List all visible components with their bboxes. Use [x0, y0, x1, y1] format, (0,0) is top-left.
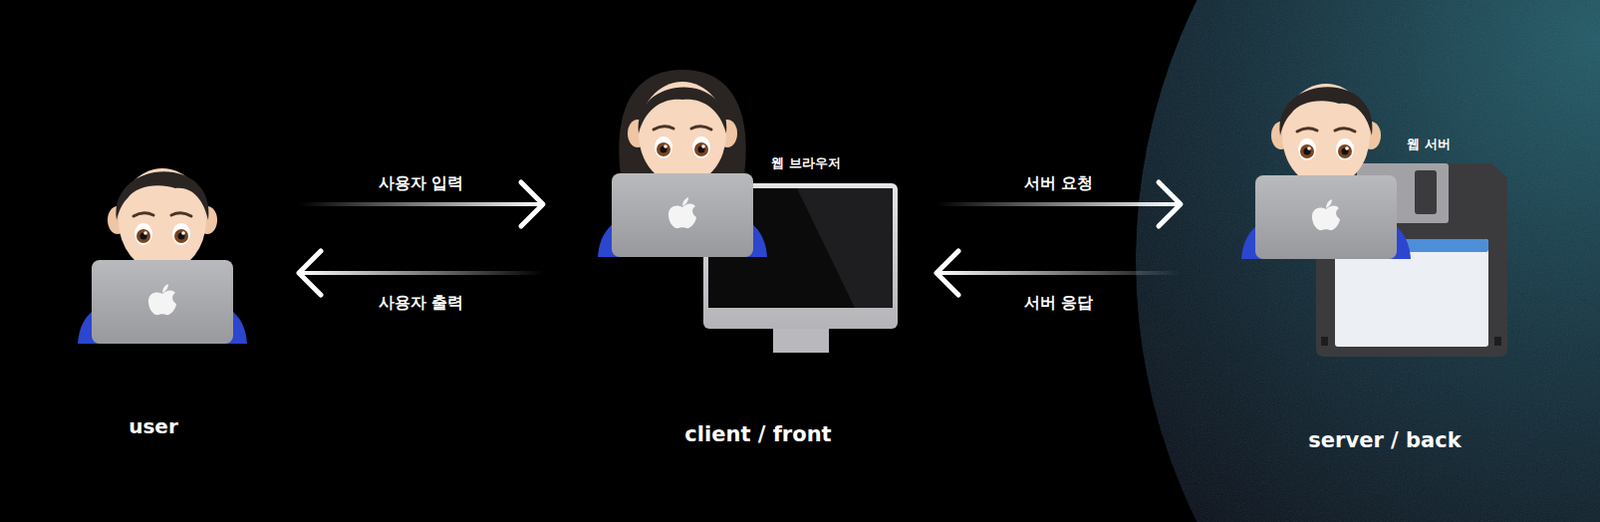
arrow-head	[298, 251, 321, 295]
user-group: user	[69, 139, 299, 459]
server-glow-part	[1125, 0, 1600, 522]
server-glow	[1125, 0, 1600, 522]
server-group: 웹 서버 server / back	[1180, 59, 1520, 469]
user-figure-part	[77, 168, 248, 344]
monitor-icon-part	[797, 188, 893, 308]
flow-arrow	[298, 251, 543, 295]
role-label: user	[128, 414, 179, 439]
arrow-head	[936, 251, 959, 295]
arrow-shaft	[936, 202, 1179, 207]
user-figure	[77, 168, 248, 344]
arrow-shaft	[938, 270, 1181, 275]
monitor-icon-part	[773, 326, 829, 353]
client-figure-part	[597, 69, 768, 258]
server-figure-part	[1241, 83, 1411, 260]
floppy-disk-icon-part	[1321, 336, 1329, 346]
server-figure	[1241, 83, 1411, 260]
arrow-head	[521, 182, 543, 227]
client-group: 웹 브라우저 client / front	[542, 59, 937, 459]
client-figure	[597, 69, 768, 258]
arrow-shaft	[298, 202, 541, 207]
device-label: 웹 브라우저	[771, 154, 841, 173]
floppy-disk-icon-part	[1414, 170, 1437, 215]
arrow-head	[1158, 182, 1181, 227]
edge-label: 서버 요청	[1024, 173, 1094, 195]
edge-label: 서버 응답	[1024, 292, 1094, 314]
edge-label: 사용자 출력	[378, 292, 465, 314]
role-label: server / back	[1308, 428, 1461, 453]
flow-arrow	[936, 251, 1181, 295]
floppy-disk-icon-part	[1494, 336, 1502, 346]
edge-label: 사용자 입력	[378, 173, 465, 195]
role-label: client / front	[684, 422, 831, 447]
arrow-shaft	[300, 270, 543, 275]
device-label: 웹 서버	[1406, 135, 1451, 154]
